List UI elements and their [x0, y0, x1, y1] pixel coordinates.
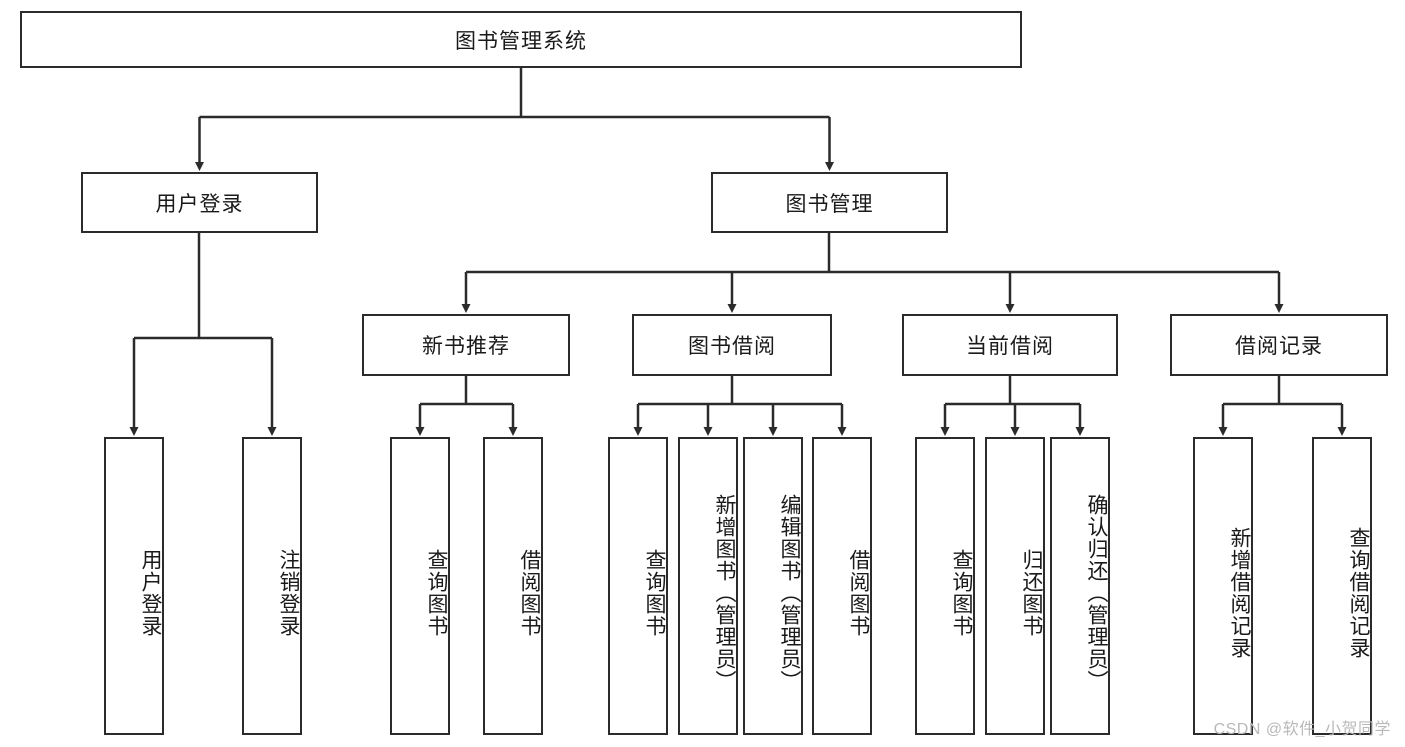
leaf-query-book-recommend[interactable]: 查询图书 [390, 437, 450, 735]
leaf-query-borrow-record-label: 查询借阅记录 [1347, 527, 1370, 659]
leaf-borrow-book-recommend[interactable]: 借阅图书 [483, 437, 543, 735]
leaf-query-book-label: 查询图书 [643, 549, 666, 637]
leaf-borrow-book-label: 借阅图书 [847, 549, 870, 637]
leaf-query-book-current-label: 查询图书 [950, 549, 973, 637]
leaf-user-login[interactable]: 用户登录 [104, 437, 164, 735]
leaf-edit-book-admin[interactable]: 编辑图书（管理员） [743, 437, 803, 735]
leaf-confirm-return-admin-label: 确认归还（管理员） [1085, 494, 1108, 692]
leaf-user-login-label: 用户登录 [139, 549, 162, 637]
node-new-book-recommend-label: 新书推荐 [422, 335, 510, 358]
leaf-add-book-admin[interactable]: 新增图书（管理员） [678, 437, 738, 735]
node-current-borrow-label: 当前借阅 [966, 335, 1054, 358]
leaf-return-book-label: 归还图书 [1020, 549, 1043, 637]
leaf-logout-label: 注销登录 [277, 549, 300, 637]
node-current-borrow[interactable]: 当前借阅 [902, 314, 1118, 376]
node-borrow-record[interactable]: 借阅记录 [1170, 314, 1388, 376]
leaf-return-book[interactable]: 归还图书 [985, 437, 1045, 735]
leaf-query-borrow-record[interactable]: 查询借阅记录 [1312, 437, 1372, 735]
leaf-confirm-return-admin[interactable]: 确认归还（管理员） [1050, 437, 1110, 735]
leaf-query-book-recommend-label: 查询图书 [425, 549, 448, 637]
leaf-logout[interactable]: 注销登录 [242, 437, 302, 735]
node-borrow-record-label: 借阅记录 [1235, 335, 1323, 358]
node-book-management[interactable]: 图书管理 [711, 172, 948, 233]
leaf-query-book-current[interactable]: 查询图书 [915, 437, 975, 735]
node-user-login[interactable]: 用户登录 [81, 172, 318, 233]
leaf-add-book-admin-label: 新增图书（管理员） [713, 494, 736, 692]
leaf-borrow-book[interactable]: 借阅图书 [812, 437, 872, 735]
leaf-add-borrow-record-label: 新增借阅记录 [1228, 527, 1251, 659]
leaf-query-book[interactable]: 查询图书 [608, 437, 668, 735]
node-user-login-label: 用户登录 [155, 192, 244, 216]
leaf-borrow-book-recommend-label: 借阅图书 [518, 549, 541, 637]
leaf-edit-book-admin-label: 编辑图书（管理员） [778, 494, 801, 692]
node-new-book-recommend[interactable]: 新书推荐 [362, 314, 570, 376]
node-root[interactable]: 图书管理系统 [20, 11, 1022, 68]
node-book-borrow-label: 图书借阅 [688, 335, 776, 358]
node-book-management-label: 图书管理 [785, 192, 874, 216]
watermark: CSDN @软件_小贺同学 [1213, 721, 1391, 738]
node-root-label: 图书管理系统 [455, 29, 587, 53]
node-book-borrow[interactable]: 图书借阅 [632, 314, 832, 376]
leaf-add-borrow-record[interactable]: 新增借阅记录 [1193, 437, 1253, 735]
